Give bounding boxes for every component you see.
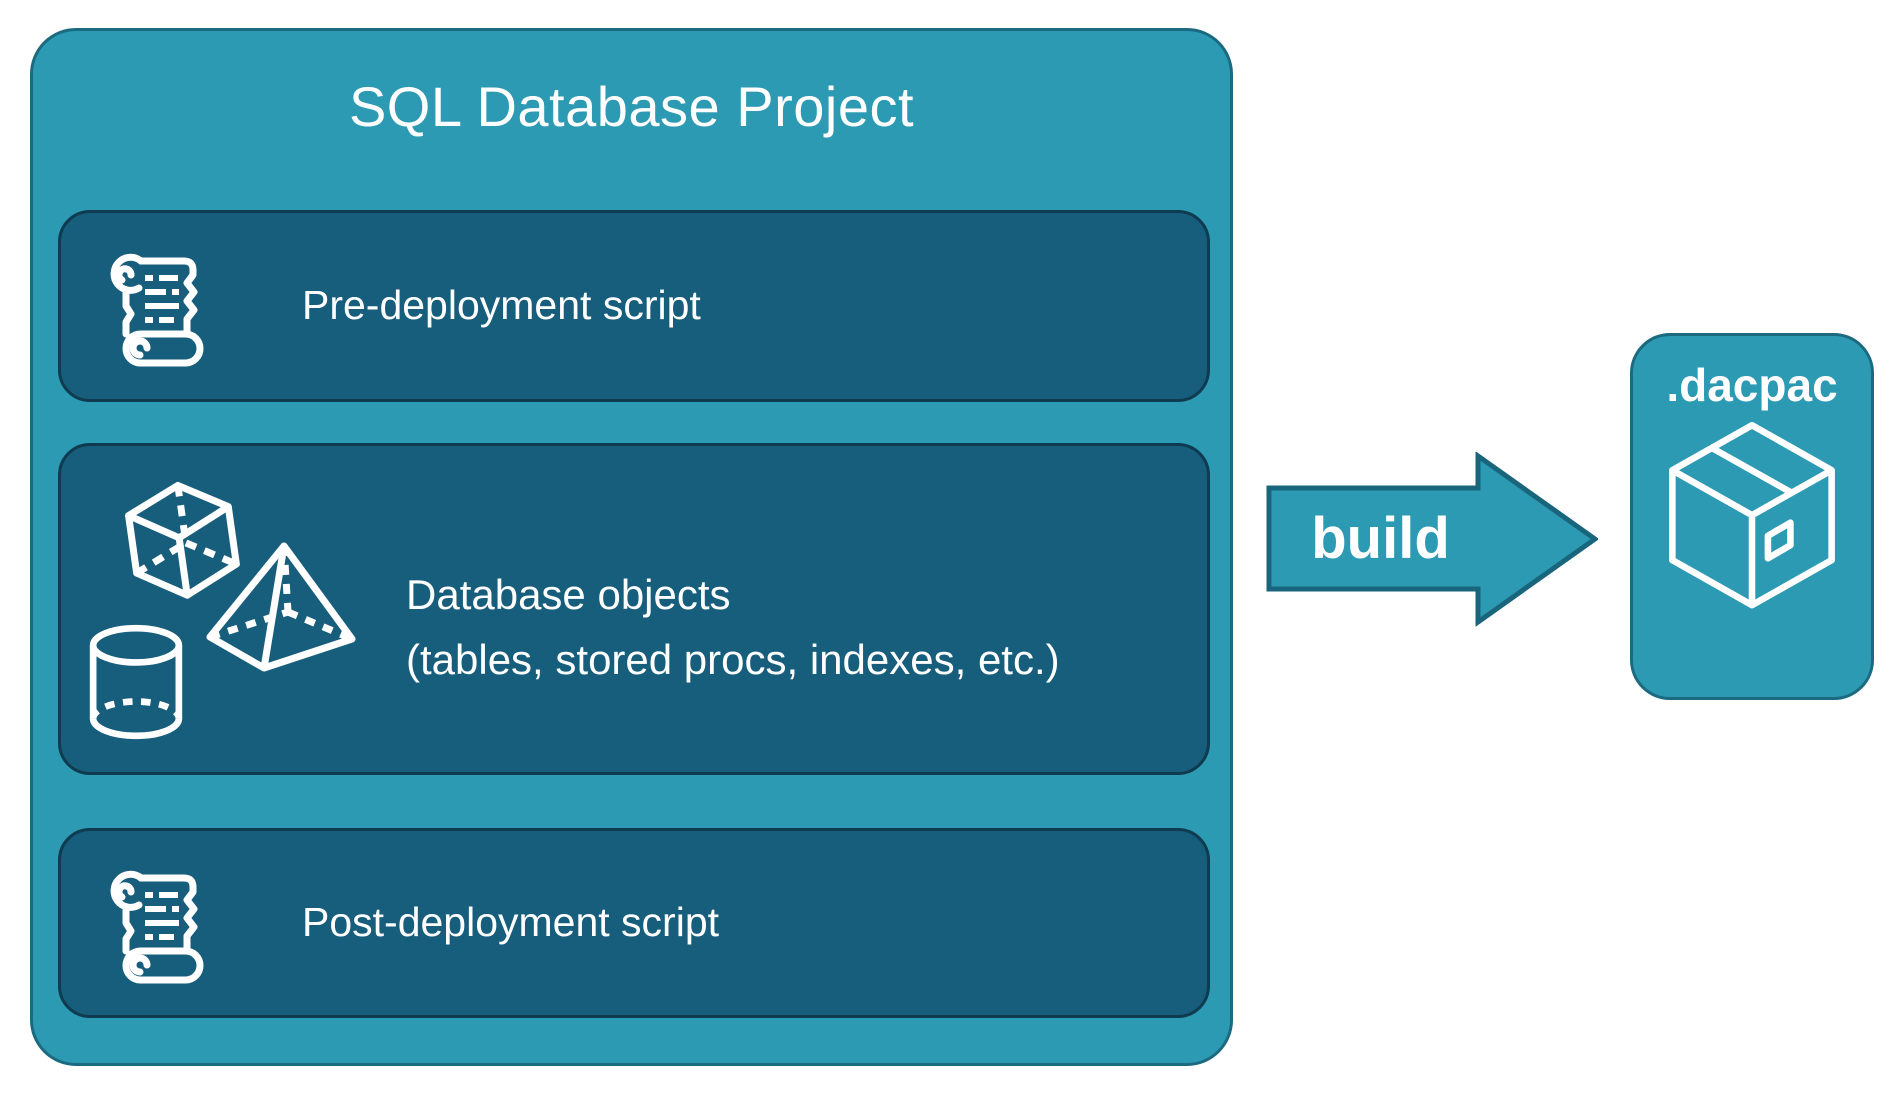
- post-deployment-label: Post-deployment script: [302, 899, 720, 946]
- build-label: build: [1311, 506, 1450, 571]
- pre-deployment-label: Pre-deployment script: [302, 282, 701, 329]
- project-title: SQL Database Project: [348, 75, 915, 138]
- cylinder-icon: [89, 624, 183, 740]
- post-deployment-box: Post-deployment script: [58, 828, 1210, 1018]
- cube-icon: [125, 481, 240, 599]
- sql-database-project-container: SQL Database Project: [30, 28, 1233, 1066]
- database-objects-line1: Database objects: [406, 570, 731, 618]
- database-objects-icons: [86, 474, 358, 744]
- dacpac-box: .dacpac: [1630, 333, 1874, 700]
- pre-deployment-box: Pre-deployment script: [58, 210, 1210, 402]
- scroll-icon: [95, 245, 220, 367]
- database-objects-box: Database objects (tables, stored procs, …: [58, 443, 1210, 775]
- package-icon: [1663, 418, 1841, 618]
- database-objects-line2: (tables, stored procs, indexes, etc.): [406, 636, 1060, 683]
- pyramid-icon: [206, 542, 356, 672]
- dacpac-label: .dacpac: [1666, 359, 1838, 411]
- database-objects-label: Database objects (tables, stored procs, …: [406, 562, 1060, 692]
- build-arrow-shape: [1266, 452, 1598, 627]
- scroll-icon: [95, 862, 220, 984]
